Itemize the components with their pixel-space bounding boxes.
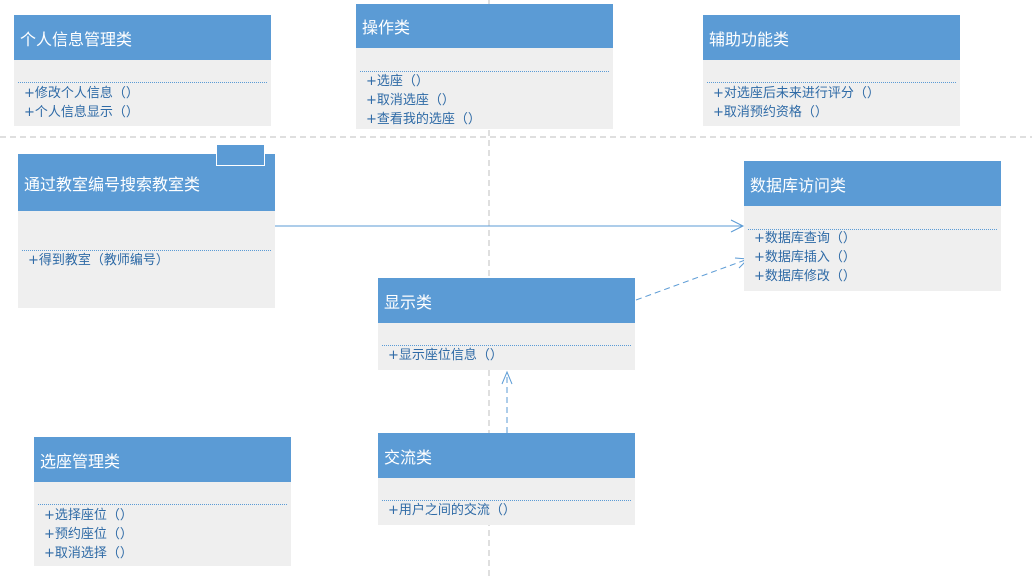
operation-item: +预约座位（） bbox=[44, 527, 133, 542]
class-classroom-search[interactable]: 通过教室编号搜索教室类 +得到教室（教师编号） bbox=[18, 154, 275, 308]
class-operations: +数据库查询（） +数据库插入（） +数据库修改（） bbox=[754, 229, 856, 286]
operation-item: +得到教室（教师编号） bbox=[28, 253, 169, 268]
operation-item: +用户之间的交流（） bbox=[388, 503, 516, 518]
class-operations: +修改个人信息（） +个人信息显示（） bbox=[24, 84, 139, 122]
class-title: 个人信息管理类 bbox=[14, 15, 271, 60]
class-personal-info[interactable]: 个人信息管理类 +修改个人信息（） +个人信息显示（） bbox=[14, 15, 271, 126]
class-seat-management[interactable]: 选座管理类 +选择座位（） +预约座位（） +取消选择（） bbox=[34, 437, 291, 566]
class-tab-marker bbox=[216, 144, 265, 166]
class-separator bbox=[748, 229, 997, 230]
class-database-access[interactable]: 数据库访问类 +数据库查询（） +数据库插入（） +数据库修改（） bbox=[744, 161, 1001, 291]
operation-item: +显示座位信息（） bbox=[388, 348, 503, 363]
class-title: 辅助功能类 bbox=[703, 15, 960, 60]
operation-item: +个人信息显示（） bbox=[24, 105, 139, 120]
operation-item: +取消预约资格（） bbox=[713, 105, 828, 120]
class-separator bbox=[22, 250, 271, 251]
class-auxiliary[interactable]: 辅助功能类 +对选座后未来进行评分（） +取消预约资格（） bbox=[703, 15, 960, 126]
class-separator bbox=[360, 71, 609, 72]
class-operations: +选座（） +取消选座（） +查看我的选座（） bbox=[366, 72, 481, 129]
class-separator bbox=[707, 82, 956, 83]
class-operations: +显示座位信息（） bbox=[388, 346, 503, 365]
class-operations: +用户之间的交流（） bbox=[388, 501, 516, 520]
class-operations: +对选座后未来进行评分（） +取消预约资格（） bbox=[713, 84, 880, 122]
operation-item: +查看我的选座（） bbox=[366, 112, 481, 127]
class-operations: +选择座位（） +预约座位（） +取消选择（） bbox=[44, 506, 133, 563]
operation-item: +选座（） bbox=[366, 74, 429, 89]
operation-item: +取消选座（） bbox=[366, 93, 455, 108]
class-title: 交流类 bbox=[378, 433, 635, 478]
class-separator bbox=[382, 345, 631, 346]
comm-to-display-arrowhead bbox=[501, 370, 513, 385]
class-operations: +得到教室（教师编号） bbox=[28, 251, 169, 270]
operation-item: +取消选择（） bbox=[44, 546, 133, 561]
display-to-db-dependency bbox=[635, 258, 749, 301]
operation-item: +数据库插入（） bbox=[754, 250, 856, 265]
operation-item: +数据库查询（） bbox=[754, 231, 856, 246]
class-separator bbox=[38, 504, 287, 505]
class-title: 数据库访问类 bbox=[744, 161, 1001, 206]
class-title: 操作类 bbox=[356, 4, 613, 48]
operation-item: +选择座位（） bbox=[44, 508, 133, 523]
class-title: 选座管理类 bbox=[34, 437, 291, 482]
class-communication[interactable]: 交流类 +用户之间的交流（） bbox=[378, 433, 635, 525]
class-separator bbox=[18, 82, 267, 83]
operation-item: +修改个人信息（） bbox=[24, 86, 139, 101]
search-to-db-arrowhead bbox=[730, 219, 745, 233]
class-separator bbox=[382, 500, 631, 501]
operation-item: +数据库修改（） bbox=[754, 269, 856, 284]
operation-item: +对选座后未来进行评分（） bbox=[713, 86, 880, 101]
class-operation[interactable]: 操作类 +选座（） +取消选座（） +查看我的选座（） bbox=[356, 4, 613, 129]
class-display[interactable]: 显示类 +显示座位信息（） bbox=[378, 278, 635, 370]
class-title: 显示类 bbox=[378, 278, 635, 323]
